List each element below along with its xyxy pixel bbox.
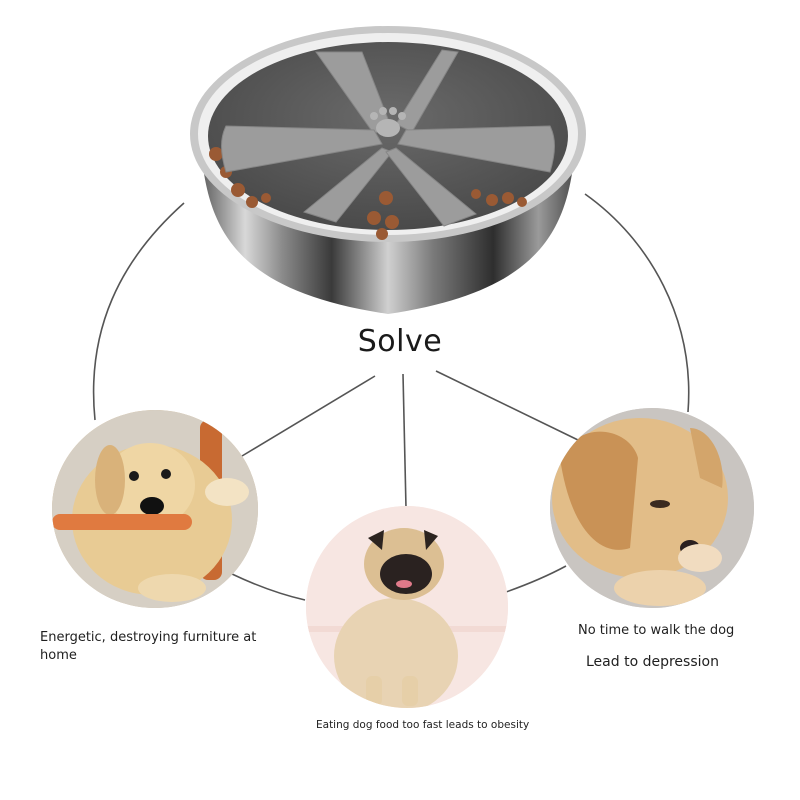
right-problem-image xyxy=(550,408,754,608)
solve-heading: Solve xyxy=(357,324,443,359)
right-arc xyxy=(584,193,690,413)
left-problem-image xyxy=(52,410,258,608)
lower-right-connector xyxy=(505,565,567,593)
spoke-left xyxy=(241,375,376,457)
right-problem-caption-1: No time to walk the dog xyxy=(578,623,735,638)
lower-left-connector xyxy=(231,573,306,601)
spoke-right xyxy=(435,370,579,441)
middle-problem-image xyxy=(306,506,508,708)
left-arc xyxy=(92,202,185,421)
spoke-middle xyxy=(402,373,407,509)
right-problem-caption-2: Lead to depression xyxy=(586,654,719,670)
paw-print-icon xyxy=(370,107,406,137)
slow-feeder-bowl xyxy=(186,22,590,322)
left-problem-caption: Energetic, destroying furniture at home xyxy=(40,630,257,663)
middle-problem-caption: Eating dog food too fast leads to obesit… xyxy=(316,719,530,731)
